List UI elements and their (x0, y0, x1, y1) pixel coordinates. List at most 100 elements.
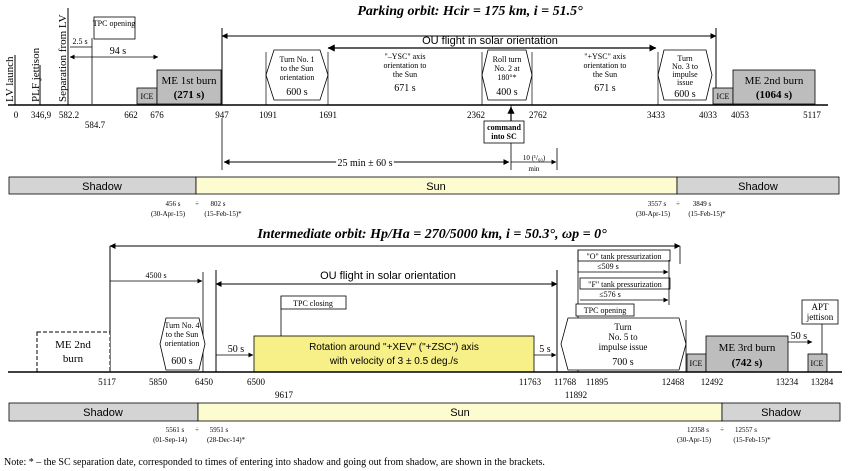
me2-burn-box (732, 69, 816, 105)
svg-text:orientation to: orientation to (384, 61, 427, 70)
svg-text:(30-Apr-15): (30-Apr-15) (636, 210, 671, 218)
svg-text:9617: 9617 (275, 390, 294, 400)
rotation-box (253, 335, 535, 373)
svg-text:2762: 2762 (529, 110, 547, 120)
svg-text:No. 3 to: No. 3 to (672, 62, 698, 71)
svg-text:÷: ÷ (720, 426, 724, 434)
svg-text:min: min (529, 165, 540, 173)
svg-text:13284: 13284 (811, 377, 834, 387)
svg-text:11763: 11763 (519, 377, 542, 387)
svg-text:(01-Sep-14): (01-Sep-14) (153, 436, 187, 444)
svg-text:burn: burn (63, 353, 84, 365)
shadow-bar-right-2 (721, 402, 841, 422)
svg-text:≤509 s: ≤509 s (597, 262, 619, 271)
svg-text:÷: ÷ (676, 200, 680, 208)
command-box (483, 120, 525, 144)
svg-text:÷: ÷ (195, 426, 199, 434)
svg-text:(30-Apr-15): (30-Apr-15) (151, 210, 186, 218)
svg-text:No. 2 at: No. 2 at (494, 64, 520, 73)
svg-text:LV launch: LV launch (4, 56, 16, 102)
svg-text:(15-Feb-15)*: (15-Feb-15)* (688, 210, 726, 218)
intermediate-orbit-title: Intermediate orbit: Hp/Ha = 270/5000 km,… (256, 227, 607, 242)
turn4-duration: 600 s (171, 356, 193, 367)
svg-text:Shadow: Shadow (738, 181, 778, 193)
dur-5: 5 s (539, 344, 551, 355)
f-tank-box (579, 277, 671, 290)
me1-burn-label: ME 1st burn (162, 75, 218, 87)
svg-text:Shadow: Shadow (83, 407, 123, 419)
svg-text:÷: ÷ (195, 200, 199, 208)
svg-text:ICE: ICE (141, 92, 154, 101)
svg-text:into SC: into SC (491, 132, 517, 141)
svg-text:13234: 13234 (776, 377, 799, 387)
plf-jettison-label: PLF jettison (30, 47, 42, 102)
svg-text:676: 676 (150, 110, 164, 120)
tpc-opening-box (93, 16, 136, 40)
svg-text:12557 s: 12557 s (735, 426, 757, 434)
svg-text:orientation to: orientation to (584, 61, 627, 70)
svg-text:1691: 1691 (319, 110, 337, 120)
svg-text:(28-Dec-14)*: (28-Dec-14)* (207, 436, 246, 444)
svg-text:to the Sun: to the Sun (281, 64, 313, 73)
svg-text:4033: 4033 (699, 110, 718, 120)
svg-text:3557 s: 3557 s (648, 200, 667, 208)
svg-text:ICE: ICE (690, 359, 703, 368)
svg-text:"O" tank pressurization: "O" tank pressurization (587, 252, 662, 261)
svg-text:Shadow: Shadow (82, 181, 122, 193)
svg-text:Sun: Sun (426, 181, 446, 193)
svg-text:12492: 12492 (701, 377, 724, 387)
svg-text:456 s: 456 s (166, 200, 181, 208)
svg-text:to the Sun: to the Sun (166, 330, 198, 339)
svg-text:Separation from LV: Separation from LV (57, 14, 69, 102)
svg-text:"+YSC" axis: "+YSC" axis (584, 52, 626, 61)
svg-text:the Sun: the Sun (393, 70, 417, 79)
parking-ticks: 0 346,9 582.2 584.7 662 676 947 1091 169… (14, 110, 822, 130)
svg-text:Sun: Sun (450, 407, 470, 419)
turn4-box (159, 317, 206, 371)
svg-text:3433: 3433 (647, 110, 666, 120)
svg-text:≤576 s: ≤576 s (599, 290, 621, 299)
turn5-duration: 700 s (612, 357, 634, 368)
dur-50: 50 s (228, 344, 245, 355)
min25-halo: 25 min ± 60 s (338, 158, 393, 169)
svg-text:"F" tank pressurization: "F" tank pressurization (588, 280, 662, 289)
footnote: Note: * – the SC separation date, corres… (4, 457, 545, 468)
svg-text:Turn No. 1: Turn No. 1 (279, 55, 314, 64)
svg-text:issue: issue (677, 78, 693, 87)
apt-jettison-box (801, 299, 839, 325)
tpc-opening-box-2 (575, 303, 635, 317)
svg-text:0: 0 (14, 110, 19, 120)
turn3-duration: 600 s (674, 89, 696, 100)
svg-text:5850: 5850 (149, 377, 168, 387)
svg-text:impulse: impulse (672, 70, 698, 79)
tpc-opening-label: TPC opening (93, 19, 135, 28)
min25-label: 25 min ± 60 s (338, 158, 393, 169)
me2-burn-duration: (1064 s) (756, 89, 793, 101)
svg-text:(15-Feb-15)*: (15-Feb-15)* (733, 436, 771, 444)
svg-text:jettison: jettison (806, 312, 834, 322)
svg-text:3849 s: 3849 s (693, 200, 712, 208)
svg-text:346,9: 346,9 (31, 110, 52, 120)
svg-text:PLF jettison: PLF jettison (30, 47, 42, 102)
intermediate-ou-flight: OU flight in solar orientation (320, 270, 456, 282)
svg-text:ME 2nd: ME 2nd (55, 339, 91, 351)
tpc-closing-box (280, 295, 347, 310)
svg-text:No. 5 to: No. 5 to (608, 332, 638, 342)
svg-text:ICE: ICE (811, 359, 824, 368)
neg-axis-duration: 671 s (394, 83, 416, 94)
parking-orbit-title: Parking orbit: Hcir = 175 km, i = 51.5° (357, 4, 583, 19)
dur-94: 94 s (110, 46, 127, 57)
svg-text:"–YSC" axis: "–YSC" axis (385, 52, 426, 61)
svg-text:Shadow: Shadow (761, 407, 801, 419)
svg-text:1091: 1091 (259, 110, 277, 120)
svg-text:the Sun: the Sun (593, 70, 617, 79)
me1-burn-duration: (271 s) (174, 89, 205, 101)
me1-burn-box (156, 69, 222, 105)
pos-axis-duration: 671 s (594, 83, 616, 94)
svg-text:11895: 11895 (586, 377, 609, 387)
me3-burn-box (705, 335, 789, 373)
shadow-bar-right-1 (676, 176, 840, 195)
me2-burn-dashed-box (36, 331, 111, 373)
svg-text:662: 662 (124, 110, 138, 120)
